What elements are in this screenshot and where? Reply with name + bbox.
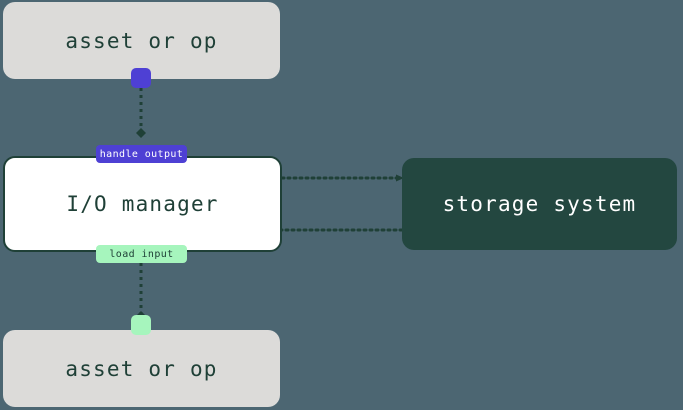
edge-label-handle-output[interactable]: handle output	[96, 145, 187, 163]
port-handle-output[interactable]	[131, 68, 151, 88]
node-storage-system[interactable]: storage system	[402, 158, 677, 250]
node-label: I/O manager	[66, 192, 219, 216]
node-label: asset or op	[65, 28, 218, 53]
node-label: asset or op	[65, 356, 218, 381]
node-asset-or-op-top[interactable]: asset or op	[3, 2, 280, 79]
port-load-input[interactable]	[131, 315, 151, 335]
node-label: storage system	[442, 192, 637, 216]
node-io-manager[interactable]: I/O manager	[3, 156, 282, 252]
node-asset-or-op-bottom[interactable]: asset or op	[3, 330, 280, 407]
edge-label-load-input[interactable]: load input	[96, 245, 187, 263]
